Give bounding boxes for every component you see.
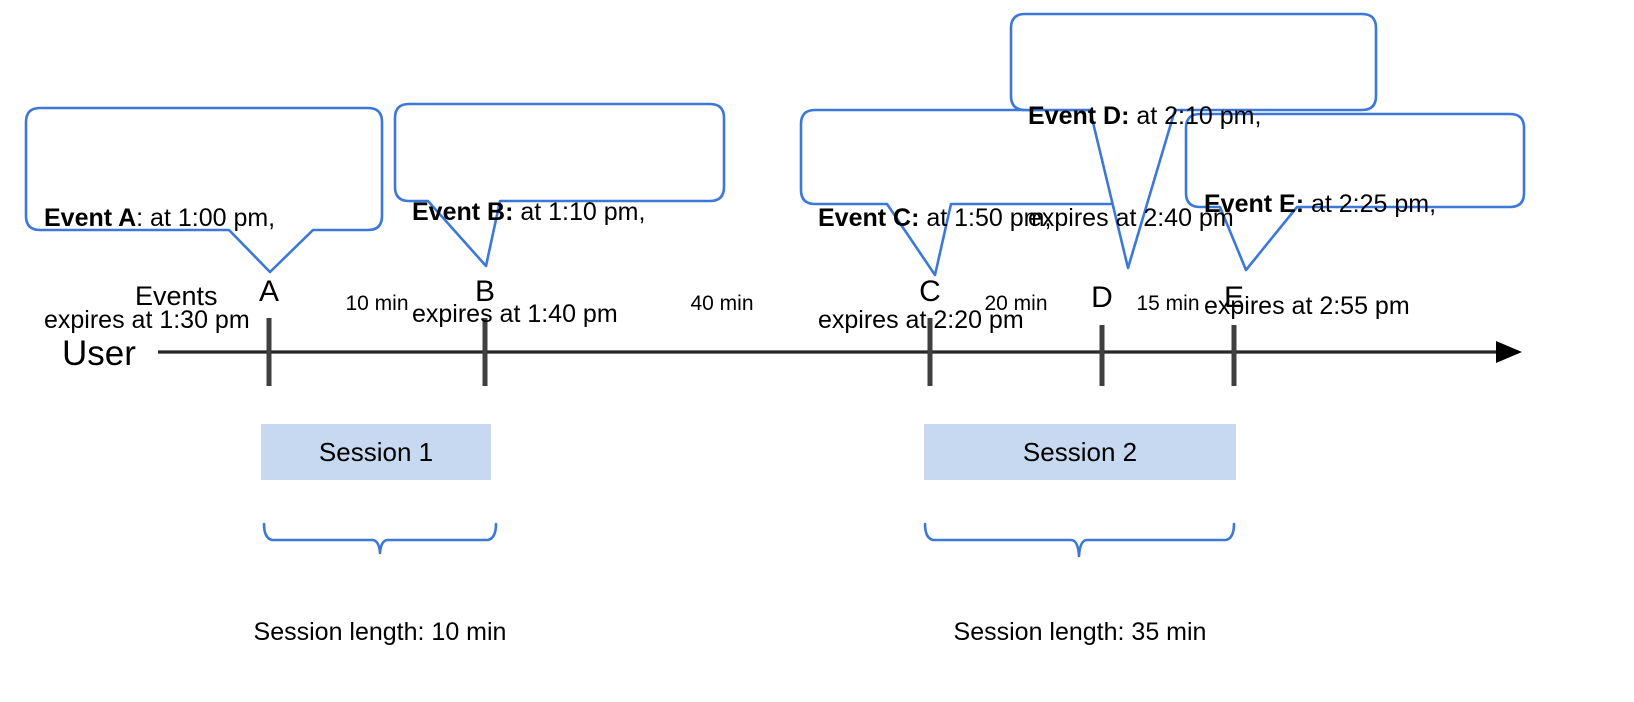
session-box-1: Session 1 — [261, 424, 491, 480]
callout-c-text: Event C: at 1:50 pm, expires at 2:20 pm — [818, 133, 1051, 405]
marker-label-e: E — [1223, 281, 1244, 314]
callout-d-detail: at 2:10 pm, — [1129, 102, 1262, 130]
session-1-brace — [262, 522, 498, 555]
timeline-arrow-head — [1496, 341, 1522, 363]
gap-label-a-b: 10 min — [345, 292, 409, 315]
axis-events-label: Events — [135, 281, 218, 311]
callout-c-title: Event C: — [818, 204, 920, 232]
callout-b-title: Event B: — [412, 198, 514, 226]
callout-d-shape — [1009, 12, 1378, 270]
callout-a-title: Event A — [44, 204, 137, 232]
marker-label-c: C — [919, 275, 941, 308]
session-2-brace — [923, 522, 1236, 558]
callout-b-detail: at 1:10 pm, — [513, 198, 646, 226]
callout-e-text: Event E: at 2:25 pm, expires at 2:55 pm — [1204, 119, 1436, 391]
gap-label-d-e: 15 min — [1136, 292, 1200, 315]
session-1-length-label: Session length: 10 min — [253, 618, 507, 646]
callout-d-line2: expires at 2:40 pm — [1028, 204, 1234, 232]
callout-b-line2: expires at 1:40 pm — [412, 300, 618, 328]
marker-label-a: A — [258, 275, 279, 308]
callout-e-title: Event E: — [1204, 190, 1305, 218]
session-1-label: Session 1 — [318, 436, 434, 467]
callout-d-title: Event D: — [1028, 102, 1130, 130]
session-2-label: Session 2 — [1022, 436, 1138, 467]
axis-user-label: User — [62, 334, 136, 373]
marker-label-d: D — [1091, 281, 1113, 314]
callout-c-detail: at 1:50 pm, — [919, 204, 1052, 232]
callout-a-line2: expires at 1:30 pm — [44, 306, 250, 334]
session-2-length-label: Session length: 35 min — [953, 618, 1207, 646]
callout-a-detail: : at 1:00 pm, — [136, 204, 276, 232]
callout-a-text: Event A: at 1:00 pm, expires at 1:30 pm — [44, 133, 275, 405]
callout-d-text: Event D: at 2:10 pm, expires at 2:40 pm — [1028, 31, 1261, 303]
callout-c-line2: expires at 2:20 pm — [818, 306, 1024, 334]
session-box-2: Session 2 — [924, 424, 1236, 480]
callout-b-text: Event B: at 1:10 pm, expires at 1:40 pm — [412, 127, 645, 399]
gap-label-b-c: 40 min — [690, 292, 754, 315]
callout-e-shape — [1184, 112, 1526, 272]
gap-label-c-d: 20 min — [984, 292, 1048, 315]
callout-b-shape — [393, 102, 726, 268]
callout-e-detail: at 2:25 pm, — [1304, 190, 1437, 218]
marker-label-b: B — [474, 275, 495, 308]
callout-a-shape — [24, 106, 384, 274]
callout-e-line2: expires at 2:55 pm — [1204, 292, 1410, 320]
